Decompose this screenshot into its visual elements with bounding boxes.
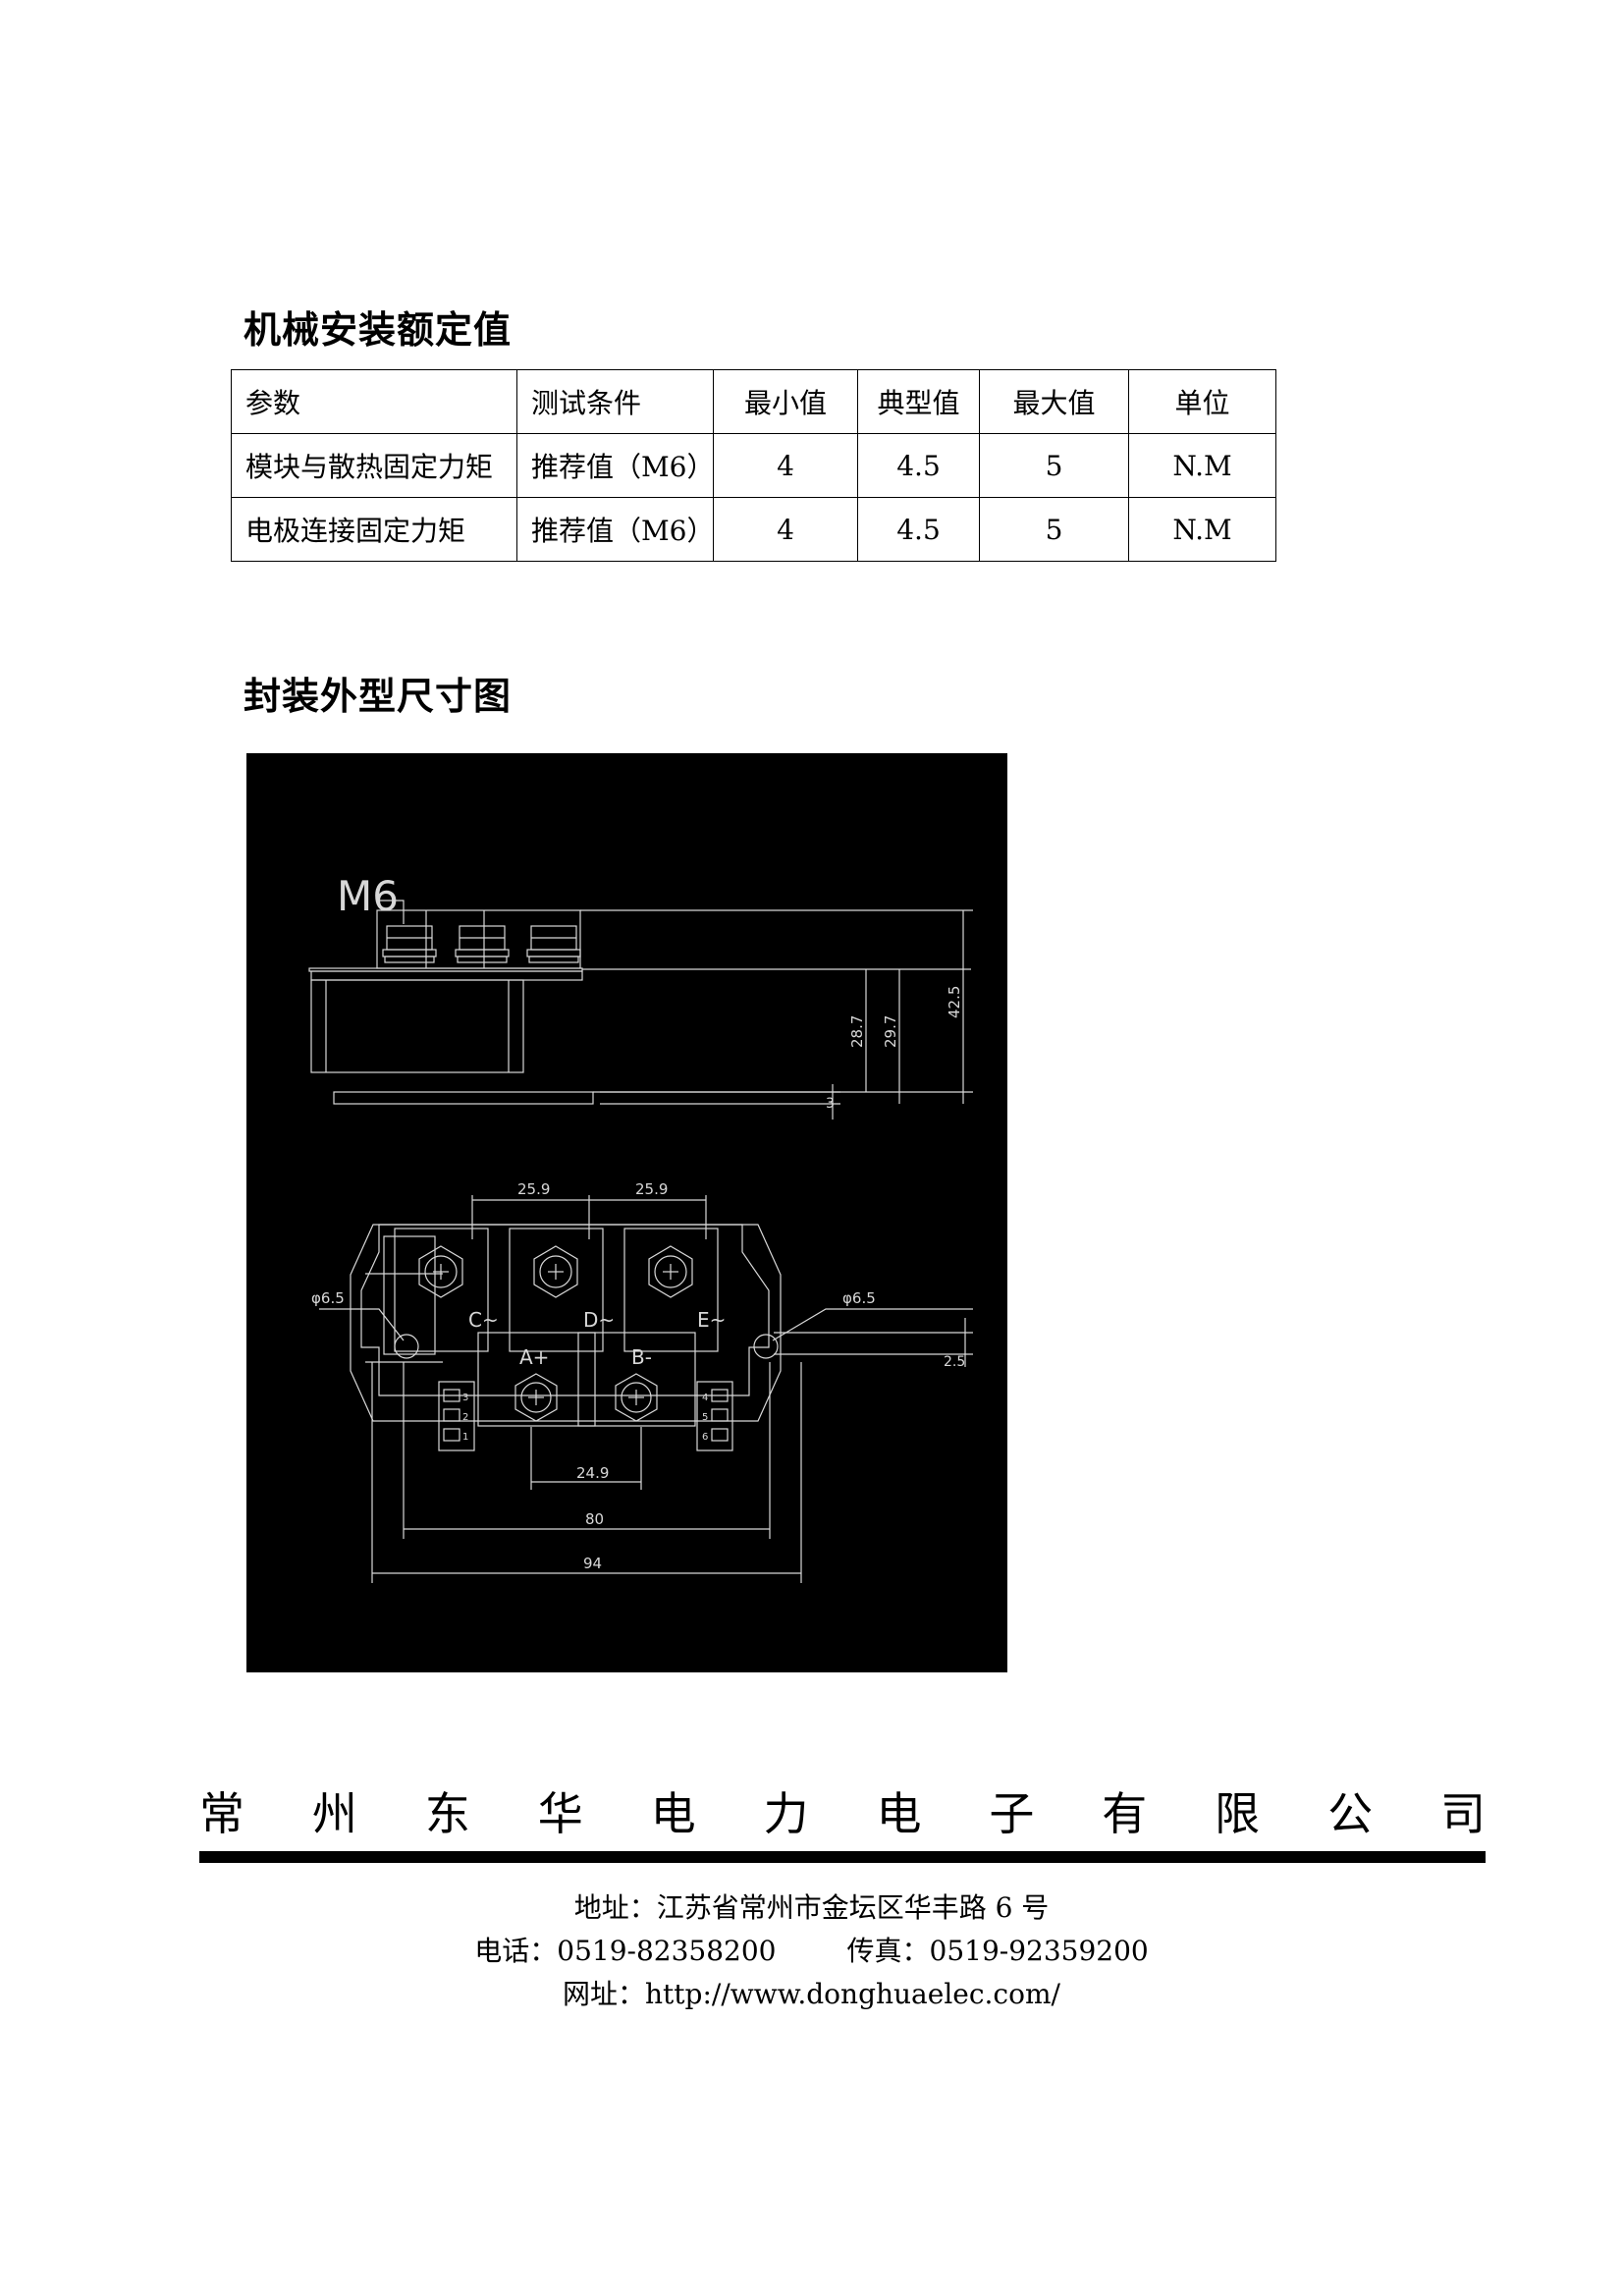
screw-a	[514, 1373, 558, 1422]
terminal-label-e: E~	[697, 1308, 726, 1332]
company-char: 电	[650, 1787, 696, 1840]
hole-leader-right	[772, 1308, 973, 1341]
hole-label-right: φ6.5	[842, 1289, 876, 1307]
pin-block-right	[696, 1381, 733, 1451]
pin-label: 5	[702, 1412, 708, 1423]
screw-d	[533, 1245, 578, 1298]
terminal-label-a: A+	[519, 1345, 549, 1369]
mount-hole-left	[394, 1334, 419, 1359]
footer-phone: 电话：0519-82358200	[474, 1935, 777, 1967]
mount-hole-right	[753, 1334, 779, 1359]
dim-label-pitch-1: 25.9	[517, 1180, 550, 1198]
table-cell: 模块与散热固定力矩	[231, 433, 517, 498]
pin-label: 6	[702, 1432, 708, 1443]
terminal-c-frame	[394, 1228, 489, 1352]
table-header-row: 参数 测试条件 最小值 典型值 最大值 单位	[231, 369, 1276, 434]
side-top-plate	[310, 970, 583, 981]
company-char: 力	[763, 1787, 809, 1840]
pin-block-left	[438, 1381, 475, 1451]
screw-e	[648, 1245, 693, 1298]
hole-leader-left	[319, 1308, 405, 1341]
table-cell: 5	[979, 497, 1129, 562]
terminal-label-c: C~	[468, 1308, 499, 1332]
company-char: 东	[424, 1787, 470, 1840]
company-char: 司	[1439, 1787, 1486, 1840]
module-outline-outer	[350, 1224, 782, 1422]
company-name: 常 州 东 华 电 力 电 子 有 限 公 司	[199, 1781, 1486, 1840]
section-title-mechanical: 机械安装额定值	[243, 308, 513, 352]
table-cell: 5	[979, 433, 1129, 498]
dimension-drawing-svg: M6 3 28.7 29.7 42.5 25.9 25.9 φ6.5 φ6.5 …	[308, 872, 973, 1583]
pin-label: 3	[462, 1393, 468, 1403]
company-char: 有	[1102, 1787, 1148, 1840]
terminal-e-frame	[623, 1228, 719, 1352]
dim-label-3: 3	[826, 1096, 835, 1112]
dim-label-24-9: 24.9	[576, 1464, 609, 1482]
section-title-package: 封装外型尺寸图	[243, 675, 513, 718]
footer-address: 地址：江苏省常州市金坛区华丰路 6 号	[573, 1891, 1050, 1924]
terminal-label-d: D~	[583, 1308, 615, 1332]
side-body	[310, 979, 524, 1073]
pin-label: 4	[702, 1393, 708, 1403]
dim-label-slot: 2.5	[944, 1354, 965, 1370]
thread-label: M6	[337, 872, 399, 920]
header-cell: 最小值	[713, 369, 858, 434]
terminal-label-b: B-	[631, 1345, 652, 1369]
table-cell: 推荐值（M6）	[516, 433, 715, 498]
company-char: 子	[989, 1787, 1035, 1840]
footer-divider	[199, 1851, 1486, 1863]
table-cell: N.M	[1128, 433, 1276, 498]
table-cell: 4.5	[857, 497, 980, 562]
header-cell: 最大值	[979, 369, 1129, 434]
module-outline	[360, 1224, 770, 1396]
table-cell: 4.5	[857, 433, 980, 498]
header-cell: 测试条件	[516, 369, 714, 434]
dim-label-29-7: 29.7	[882, 1015, 899, 1048]
pin-label: 1	[462, 1432, 468, 1443]
table-cell: 推荐值（M6）	[516, 497, 715, 562]
footer-fax: 传真：0519-92359200	[846, 1935, 1149, 1967]
table-cell: 4	[713, 497, 858, 562]
table-row: 模块与散热固定力矩 推荐值（M6） 4 4.5 5 N.M	[231, 433, 1276, 498]
package-dimension-drawing: M6 3 28.7 29.7 42.5 25.9 25.9 φ6.5 φ6.5 …	[246, 753, 1007, 1672]
company-char: 电	[876, 1787, 922, 1840]
company-char: 常	[199, 1787, 244, 1840]
table-row: 电极连接固定力矩 推荐值（M6） 4 4.5 5 N.M	[231, 497, 1276, 562]
dim-label-80: 80	[585, 1510, 604, 1528]
side-base-plate	[333, 1091, 594, 1105]
terminal-d-frame	[509, 1228, 604, 1352]
company-char: 限	[1215, 1787, 1261, 1840]
mechanical-rating-table: 参数 测试条件 最小值 典型值 最大值 单位 模块与散热固定力矩 推荐值（M6）…	[231, 369, 1276, 562]
side-terminal-frame	[376, 909, 581, 969]
side-nut-right	[526, 925, 581, 963]
company-char: 公	[1327, 1787, 1374, 1840]
table-cell: 4	[713, 433, 858, 498]
footer-contact: 电话：0519-82358200 传真：0519-92359200	[0, 1930, 1623, 1969]
thread-leader	[379, 900, 405, 924]
dim-label-28-7: 28.7	[848, 1015, 866, 1048]
pin-label: 2	[462, 1412, 468, 1423]
screw-b	[615, 1373, 658, 1422]
footer-website: 网址：http://www.donghuaelec.com/	[563, 1978, 1060, 2010]
header-cell: 单位	[1128, 369, 1276, 434]
side-nut-middle	[455, 925, 510, 963]
header-cell: 参数	[231, 369, 517, 434]
hole-label-left: φ6.5	[311, 1289, 345, 1307]
company-char: 华	[537, 1787, 583, 1840]
table-cell: 电极连接固定力矩	[231, 497, 517, 562]
dim-label-pitch-2: 25.9	[635, 1180, 668, 1198]
side-nut-left	[382, 925, 437, 963]
screw-c	[418, 1245, 463, 1298]
header-cell: 典型值	[857, 369, 980, 434]
dim-label-42-5: 42.5	[946, 986, 963, 1018]
company-char: 州	[311, 1787, 357, 1840]
table-cell: N.M	[1128, 497, 1276, 562]
dim-label-94: 94	[583, 1555, 602, 1572]
